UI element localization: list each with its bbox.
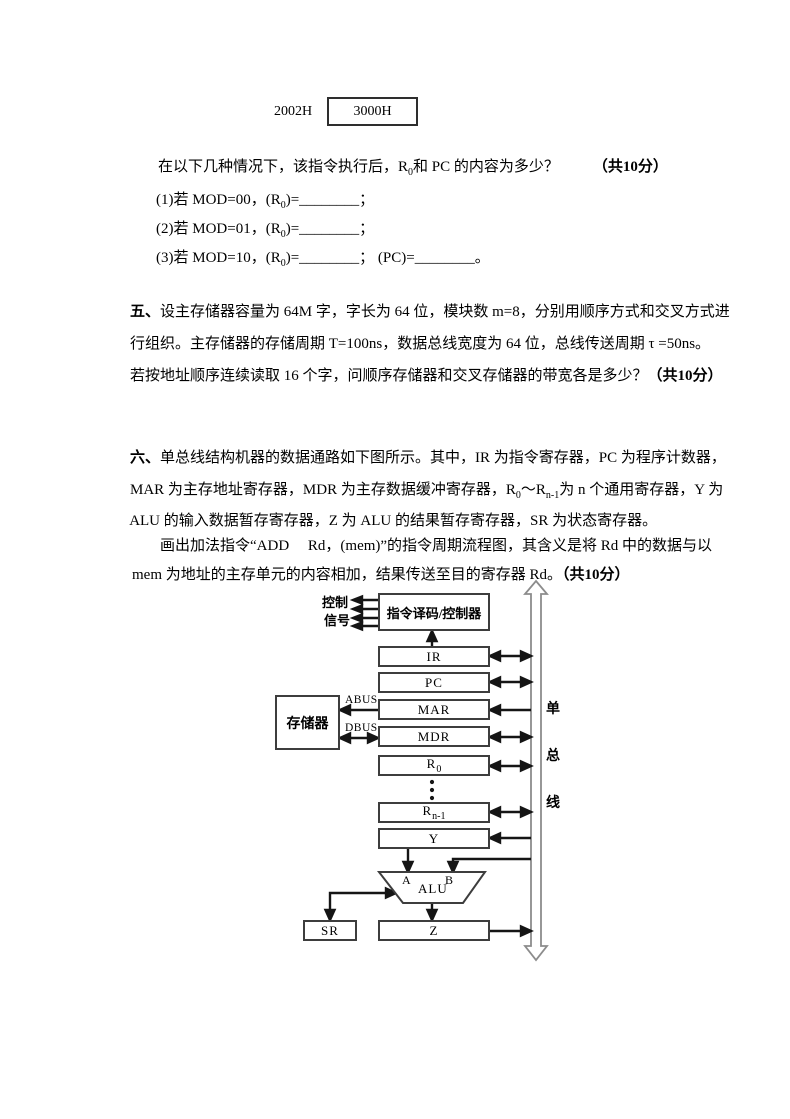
single-bus-label-2: 总 — [546, 749, 560, 764]
register-pc-label: PC — [425, 674, 443, 690]
q6-line-3: ALU 的输入数据暂存寄存器，Z 为 ALU 的结果暂存寄存器，SR 为状态寄存… — [115, 493, 657, 549]
q6-line-1: 六、单总线结构机器的数据通路如下图所示。其中，IR 为指令寄存器，PC 为程序计… — [115, 430, 726, 486]
q4-item-1-text: (1)若 MOD=00，(R — [156, 191, 281, 208]
q5-line-2: 行组织。主存储器的存储周期 T=100ns，数据总线宽度为 64 位，总线传送周… — [115, 316, 710, 372]
alu-input-b-label: B — [445, 873, 454, 887]
register-ir-label: IR — [426, 648, 442, 664]
q6-number: 六、 — [130, 449, 161, 466]
q4-item-3-blank: )=________； (PC)=________。 — [285, 249, 490, 266]
register-rn1-label: Rn-1 — [422, 803, 445, 822]
rn1-base: R — [422, 803, 433, 818]
register-pc-box: PC — [378, 672, 490, 693]
q6-text-3: ALU 的输入数据暂存寄存器，Z 为 ALU 的结果暂存寄存器，SR 为状态寄存… — [129, 512, 658, 529]
alu-input-a-label: A — [402, 873, 411, 887]
q4-item-3: (3)若 MOD=10，(R0)=________； (PC)=________… — [141, 230, 490, 289]
memory-cell-box: 3000H — [327, 97, 418, 126]
q6-line-2: MAR 为主存地址寄存器，MDR 为主存数据缓冲寄存器，R0～Rn-1为 n 个… — [115, 462, 723, 521]
q5-line-3: 若按地址顺序连续读取 16 个字，问顺序存储器和交叉存储器的带宽各是多少？（共1… — [115, 348, 723, 404]
q4-intro-text: 在以下几种情况下，该指令执行后，R — [158, 158, 409, 175]
control-signal-label-1: 控制 — [322, 595, 349, 610]
q4-score: （共10分） — [592, 158, 668, 175]
q6-line-4: 画出加法指令“ADD Rd，(mem)”的指令周期流程图，其含义是将 Rd 中的… — [145, 518, 712, 574]
register-mdr-box: MDR — [378, 726, 490, 747]
q6-text-2a: MAR 为主存地址寄存器，MDR 为主存数据缓冲寄存器，R — [130, 481, 516, 498]
abus-label: ABUS — [345, 694, 378, 706]
q5-line-1: 五、设主存储器容量为 64M 字，字长为 64 位，模块数 m=8，分别用顺序方… — [115, 284, 730, 340]
rn1-sub: n-1 — [432, 811, 446, 822]
register-z-box: Z — [378, 920, 490, 941]
register-rn1-box: Rn-1 — [378, 802, 490, 823]
q6-score: （共10分） — [562, 566, 630, 583]
instruction-decoder-label: 指令译码/控制器 — [386, 605, 482, 621]
dbus-label: DBUS — [345, 722, 378, 734]
register-mar-label: MAR — [417, 701, 451, 717]
register-sr-box: SR — [303, 920, 357, 941]
memory-label: 存储器 — [286, 716, 329, 732]
diagram-wires — [323, 579, 549, 962]
r0-sub: 0 — [436, 764, 442, 775]
q4-intro-text2: 和 PC 的内容为多少？ — [413, 158, 559, 175]
single-bus-label-1: 单 — [546, 702, 560, 717]
q6-text-2b: ～R — [520, 481, 546, 498]
q6-line-5: mem 为地址的主存单元的内容相加，结果传送至目的寄存器 Rd。（共10分） — [117, 547, 630, 603]
register-r0-label: R0 — [427, 756, 442, 775]
q6-r0-sub: 0 — [515, 489, 521, 501]
q6-text-4: 画出加法指令“ADD Rd，(mem)”的指令周期流程图，其含义是将 Rd 中的… — [160, 537, 713, 554]
q5-text-1: 设主存储器容量为 64M 字，字长为 64 位，模块数 m=8，分别用顺序方式和… — [160, 303, 730, 320]
register-r0-box: R0 — [378, 755, 490, 776]
q4-item-2-sub: 0 — [280, 228, 286, 240]
datapath-diagram: 指令译码/控制器 IR PC MAR MDR R0 Rn-1 Y Z SR 存储 — [275, 578, 590, 976]
q6-text-2c: 为 n 个通用寄存器，Y 为 — [559, 481, 724, 498]
q4-item-3-text: (3)若 MOD=10，(R — [156, 249, 281, 266]
memory-box: 存储器 — [275, 695, 340, 750]
q4-item-1-sub: 0 — [280, 199, 286, 211]
q4-item-2-text: (2)若 MOD=01，(R — [156, 220, 281, 237]
q6-rn-sub: n-1 — [545, 489, 560, 501]
register-y-label: Y — [428, 830, 440, 846]
register-mar-box: MAR — [378, 699, 490, 720]
register-sr-label: SR — [321, 922, 339, 938]
register-ir-box: IR — [378, 646, 490, 667]
single-bus-label-3: 线 — [546, 796, 560, 811]
q4-item-1: (1)若 MOD=00，(R0)=________； — [141, 172, 374, 231]
alu-label: ALU — [418, 881, 448, 896]
instruction-decoder-box: 指令译码/控制器 — [378, 593, 490, 631]
q6-text-5: mem 为地址的主存单元的内容相加，结果传送至目的寄存器 Rd。 — [132, 566, 563, 583]
memory-address-label: 2002H — [274, 104, 313, 119]
q4-item-2: (2)若 MOD=01，(R0)=________； — [141, 201, 374, 260]
q5-text-3: 若按地址顺序连续读取 16 个字，问顺序存储器和交叉存储器的带宽各是多少？ — [130, 367, 648, 384]
q5-number: 五、 — [130, 303, 161, 320]
register-mdr-label: MDR — [417, 728, 451, 744]
q4-intro-sub: 0 — [408, 166, 414, 178]
q4-item-2-blank: )=________； — [285, 220, 375, 237]
alu-shape — [376, 871, 487, 904]
q5-text-2: 行组织。主存储器的存储周期 T=100ns，数据总线宽度为 64 位，总线传送周… — [130, 335, 711, 352]
single-bus — [523, 579, 549, 962]
register-z-label: Z — [429, 922, 439, 938]
memory-cell-value: 3000H — [353, 103, 392, 119]
q5-score: （共10分） — [647, 367, 723, 384]
q4-item-3-sub: 0 — [280, 257, 286, 269]
control-signal-label-2: 信号 — [324, 613, 351, 628]
q4-item-1-blank: )=________； — [285, 191, 375, 208]
r0-base: R — [426, 756, 437, 771]
register-y-box: Y — [378, 828, 490, 849]
q6-text-1: 单总线结构机器的数据通路如下图所示。其中，IR 为指令寄存器，PC 为程序计数器… — [160, 449, 726, 466]
q4-intro-line: 在以下几种情况下，该指令执行后，R0和 PC 的内容为多少？ （共10分） — [143, 139, 668, 198]
